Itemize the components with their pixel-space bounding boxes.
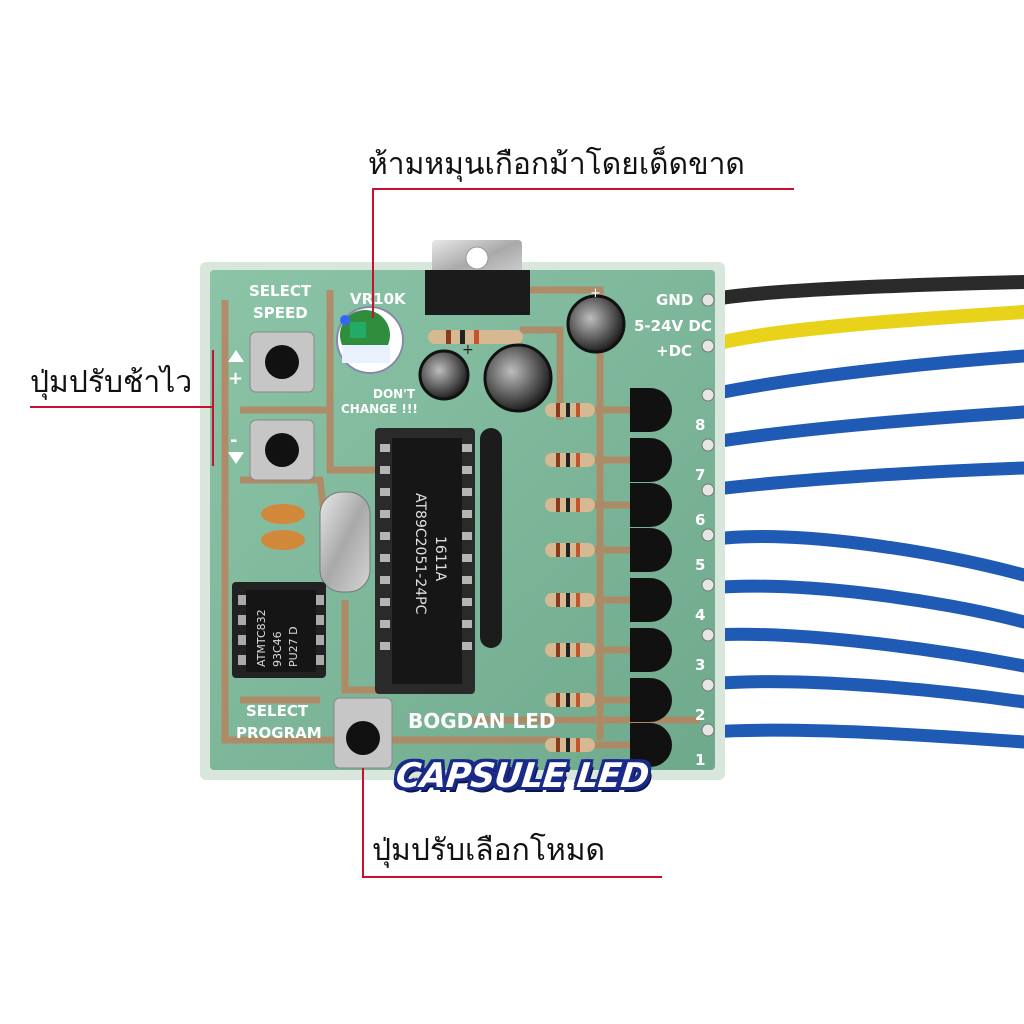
microcontroller-chip: 1611A AT89C2051-24PC: [375, 428, 475, 694]
speed-up-sign: +: [228, 368, 243, 389]
transistor: [630, 628, 672, 672]
solder-pad: [701, 723, 715, 737]
dont-change-label-1: DON'T: [373, 387, 416, 401]
ceramic-capacitors: [261, 504, 305, 550]
channel-pads: [701, 388, 715, 737]
left-callout-line-v: [212, 350, 214, 466]
wire-blue-4: [701, 579, 1024, 629]
wire-blue-3: [701, 627, 1024, 673]
channel-number: 2: [695, 706, 705, 724]
svg-text:+: +: [462, 342, 474, 358]
resistor-column: [545, 403, 595, 752]
resistor: [545, 693, 595, 707]
resistor: [545, 543, 595, 557]
resistor: [545, 403, 595, 417]
crystal-oscillator: [319, 491, 371, 593]
select-speed-label-1: SELECT: [249, 282, 312, 300]
transistor: [630, 723, 672, 767]
svg-text:+: +: [590, 286, 601, 301]
transistor-column: [630, 388, 672, 767]
resistor-top: +: [428, 330, 523, 358]
arrow-up-icon: [228, 350, 244, 362]
speed-down-sign: -: [230, 430, 237, 451]
wire-blue-2: [701, 675, 1024, 709]
mcu-label-2: AT89C2051-24PC: [412, 493, 428, 615]
transistor: [630, 578, 672, 622]
bottom-callout-line-h: [362, 876, 662, 878]
select-speed-label-2: SPEED: [253, 304, 308, 322]
solder-pad: [701, 388, 715, 402]
bogdan-logo-text: BOGDAN LED: [408, 709, 555, 733]
left-callout-line-h: [30, 406, 214, 408]
select-program-label-1: SELECT: [246, 702, 309, 720]
solder-pad: [701, 578, 715, 592]
top-callout-line-h: [372, 188, 794, 190]
solder-pad: [701, 438, 715, 452]
resistor: [545, 453, 595, 467]
transistor: [630, 483, 672, 527]
vr-label: VR10K: [350, 290, 407, 308]
arrow-down-icon: [228, 452, 244, 464]
wire-blue-5: [701, 530, 1024, 582]
left-callout-label: ปุ่มปรับช้าไว: [30, 365, 193, 400]
solder-pad: [701, 628, 715, 642]
channel-number: 3: [695, 656, 705, 674]
top-callout-line-v: [372, 188, 374, 318]
dont-change-label-2: CHANGE !!!: [341, 402, 418, 416]
channel-number-column: 8 7 6 5 4 3 2 1: [695, 416, 705, 769]
electrolytic-capacitors: +: [418, 286, 626, 413]
channel-number: 1: [695, 751, 705, 769]
transistor: [630, 678, 672, 722]
select-program-label-2: PROGRAM: [236, 724, 322, 742]
power-label-gnd: GND: [656, 291, 693, 309]
heat-shrink-part: [480, 428, 502, 648]
wire-yellow: [701, 305, 1024, 353]
transistor: [630, 528, 672, 572]
wire-black: [701, 275, 1024, 307]
channel-number: 6: [695, 511, 705, 529]
wire-blue-8: [701, 349, 1024, 402]
select-program-button[interactable]: [333, 697, 393, 769]
eeprom-label-1: ATMTC832: [255, 609, 268, 667]
speed-up-button[interactable]: [249, 331, 315, 393]
trimmer-potentiometer: [336, 306, 404, 374]
voltage-regulator: [425, 240, 530, 315]
power-label-voltage: 5-24V DC: [634, 317, 712, 335]
power-label-plus-dc: +DC: [656, 342, 692, 360]
wire-blue-7: [701, 405, 1024, 450]
resistor: [545, 738, 595, 752]
resistor: [545, 498, 595, 512]
bottom-callout-line-v: [362, 768, 364, 878]
bottom-callout-label: ปุ่มปรับเลือกโหมด: [372, 833, 605, 868]
resistor: [545, 593, 595, 607]
eeprom-label-3: PU27 D: [287, 626, 300, 667]
channel-number: 4: [695, 606, 705, 624]
channel-number: 5: [695, 556, 705, 574]
wire-bundle: [701, 275, 1024, 749]
top-callout-label: ห้ามหมุนเกือกม้าโดยเด็ดขาด: [368, 147, 745, 182]
solder-pad: [701, 528, 715, 542]
eeprom-label-2: 93C46: [271, 631, 284, 667]
resistor: [545, 643, 595, 657]
wire-blue-6: [701, 461, 1024, 497]
transistor: [630, 438, 672, 482]
mcu-label-1: 1611A: [432, 536, 448, 582]
wire-blue-1: [701, 723, 1024, 749]
solder-pad: [701, 678, 715, 692]
speed-down-button[interactable]: [249, 419, 315, 481]
brand-badge: CAPSULE LED: [393, 756, 651, 796]
solder-pad: [701, 483, 715, 497]
transistor: [630, 388, 672, 432]
channel-number: 7: [695, 466, 705, 484]
channel-number: 8: [695, 416, 705, 434]
power-pads: [701, 293, 715, 353]
eeprom-chip: ATMTC832 93C46 PU27 D: [232, 582, 326, 678]
